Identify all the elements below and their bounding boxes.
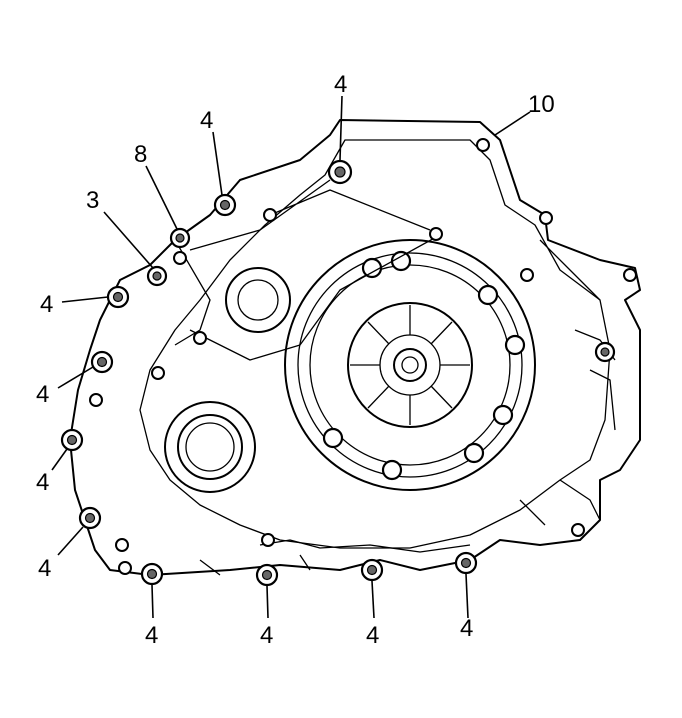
sensor-boss	[225, 267, 291, 333]
axle-seal-mid	[177, 414, 243, 480]
case-bottom-details	[199, 539, 471, 576]
case-bolt-left3	[60, 428, 84, 452]
callout-4-left3: 4	[36, 469, 49, 496]
case-bolt-bottom4	[454, 551, 478, 575]
case-ribs-right	[519, 239, 616, 526]
converter-bolts	[322, 250, 526, 481]
axle-seal-inner	[185, 422, 235, 472]
callout-4-left4: 4	[38, 555, 51, 582]
stud-item-8	[169, 227, 191, 249]
converter-shaft	[393, 348, 427, 382]
case-bolt-bottom1	[140, 562, 164, 586]
converter-hub-outer	[347, 302, 473, 428]
callout-4-top: 4	[334, 71, 347, 98]
converter-shaft-core	[401, 356, 419, 374]
converter-housing-outer	[284, 239, 536, 491]
case-bolt-bottom3	[360, 558, 384, 582]
case-outline	[69, 119, 641, 576]
support-bracket	[174, 179, 441, 361]
mounting-holes	[89, 138, 637, 575]
case-bolt-left2	[90, 350, 114, 374]
sensor-boss-inner	[237, 279, 279, 321]
case-bolts	[60, 159, 616, 587]
case-bolt-bottom2	[255, 563, 279, 587]
callout-10: 10	[528, 91, 555, 118]
converter-housing-ring	[297, 252, 523, 478]
case-bolt-left1	[106, 285, 130, 309]
converter-spokes	[350, 305, 470, 425]
callout-3: 3	[86, 187, 99, 214]
callout-4-bottom2: 4	[260, 622, 273, 649]
callout-4-bottom1: 4	[145, 622, 158, 649]
callout-4-bottom3: 4	[366, 622, 379, 649]
callout-4-left2: 4	[36, 381, 49, 408]
leader-lines	[51, 95, 531, 619]
callout-4-left1: 4	[40, 291, 53, 318]
case-bolt-upper	[213, 193, 237, 217]
callout-8: 8	[134, 141, 147, 168]
case-bolt-top	[327, 159, 353, 185]
case-bolt-left4	[78, 506, 102, 530]
case-flange	[139, 139, 611, 549]
callout-4-upper: 4	[200, 107, 213, 134]
axle-seal-outer	[164, 401, 256, 493]
case-bolt-right	[594, 341, 616, 363]
nut-item-3	[146, 265, 168, 287]
callout-4-bottom4: 4	[460, 615, 473, 642]
